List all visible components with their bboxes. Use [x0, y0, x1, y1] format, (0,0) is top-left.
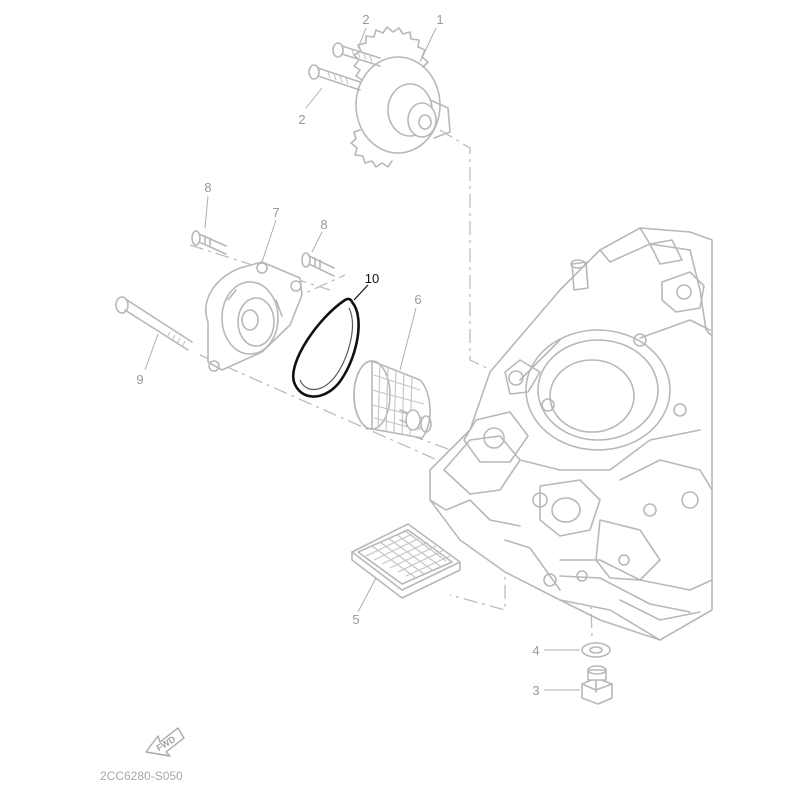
callout-numbers: 1 2 2 8 7 8 10 6 9 5 4 3 [136, 12, 539, 698]
long-cover-bolt-part[interactable] [115, 296, 193, 351]
drain-bolt-part[interactable] [581, 665, 613, 705]
crankcase-background [429, 227, 713, 641]
leader-lines [144, 27, 580, 691]
oil-filter-element-part[interactable] [353, 360, 432, 439]
callout-4[interactable]: 4 [532, 643, 539, 658]
cover-bolt-left-part[interactable] [191, 230, 227, 255]
oil-filter-cover-part[interactable] [205, 261, 303, 372]
callout-2-lower[interactable]: 2 [298, 112, 305, 127]
callout-9[interactable]: 9 [136, 372, 143, 387]
callout-1[interactable]: 1 [436, 12, 443, 27]
callout-10[interactable]: 10 [365, 271, 379, 286]
callout-3[interactable]: 3 [532, 683, 539, 698]
callout-8-left[interactable]: 8 [204, 180, 211, 195]
cover-bolt-right-part[interactable] [301, 252, 335, 277]
o-ring-part[interactable] [291, 297, 360, 398]
callout-2-upper[interactable]: 2 [362, 12, 369, 27]
diagram-code: 2CC6280-S050 [100, 769, 183, 783]
pump-bolt-upper-part[interactable] [332, 42, 381, 67]
pump-bolt-lower-part[interactable] [308, 64, 361, 91]
callout-6[interactable]: 6 [414, 292, 421, 307]
oil-pump-gear-part[interactable] [350, 26, 451, 168]
callout-5[interactable]: 5 [352, 612, 359, 627]
callout-7[interactable]: 7 [272, 205, 279, 220]
oil-strainer-part[interactable] [351, 523, 461, 599]
drain-washer-part[interactable] [581, 642, 611, 658]
callout-8-right[interactable]: 8 [320, 217, 327, 232]
fwd-arrow-icon: FWD [145, 727, 185, 757]
